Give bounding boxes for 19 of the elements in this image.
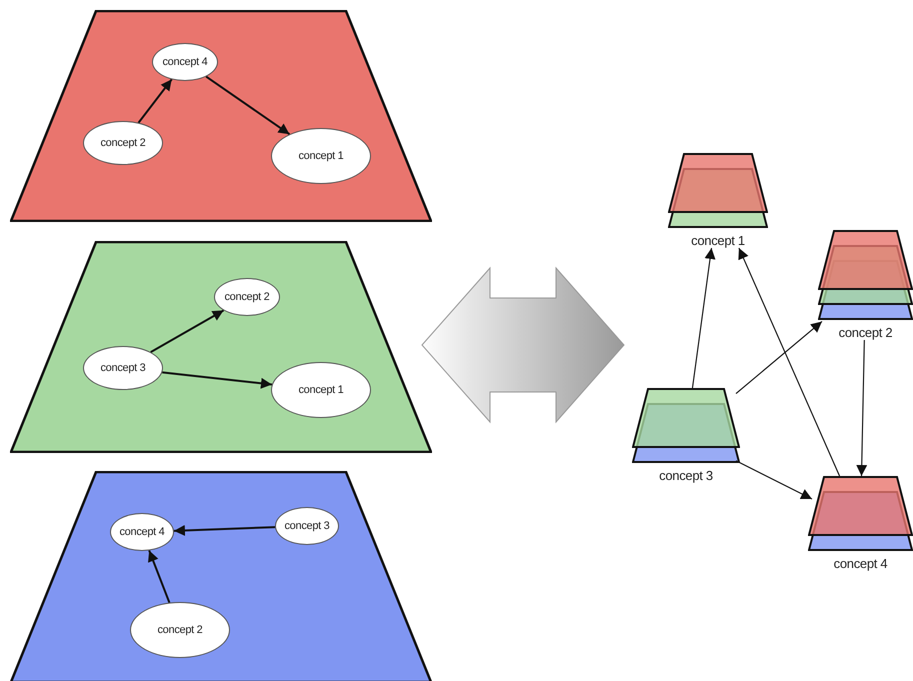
arrow [206, 76, 290, 136]
double-arrow [420, 265, 626, 425]
arrow [692, 248, 716, 388]
arrow [736, 321, 822, 394]
arrow [162, 371, 272, 389]
concept-label: concept 3 [658, 468, 714, 483]
layer-plane [10, 471, 432, 681]
concept-label: concept 4 [832, 556, 888, 571]
arrow [148, 550, 170, 603]
layer-plane [10, 241, 432, 453]
arrow [150, 310, 224, 353]
arrow [856, 340, 868, 476]
arrow [738, 248, 840, 476]
concept-label: concept 2 [838, 325, 894, 340]
concept-label: concept 1 [690, 233, 746, 248]
arrow [736, 460, 812, 500]
arrow [138, 78, 172, 124]
arrow [174, 524, 276, 536]
layer-plane [10, 10, 432, 222]
